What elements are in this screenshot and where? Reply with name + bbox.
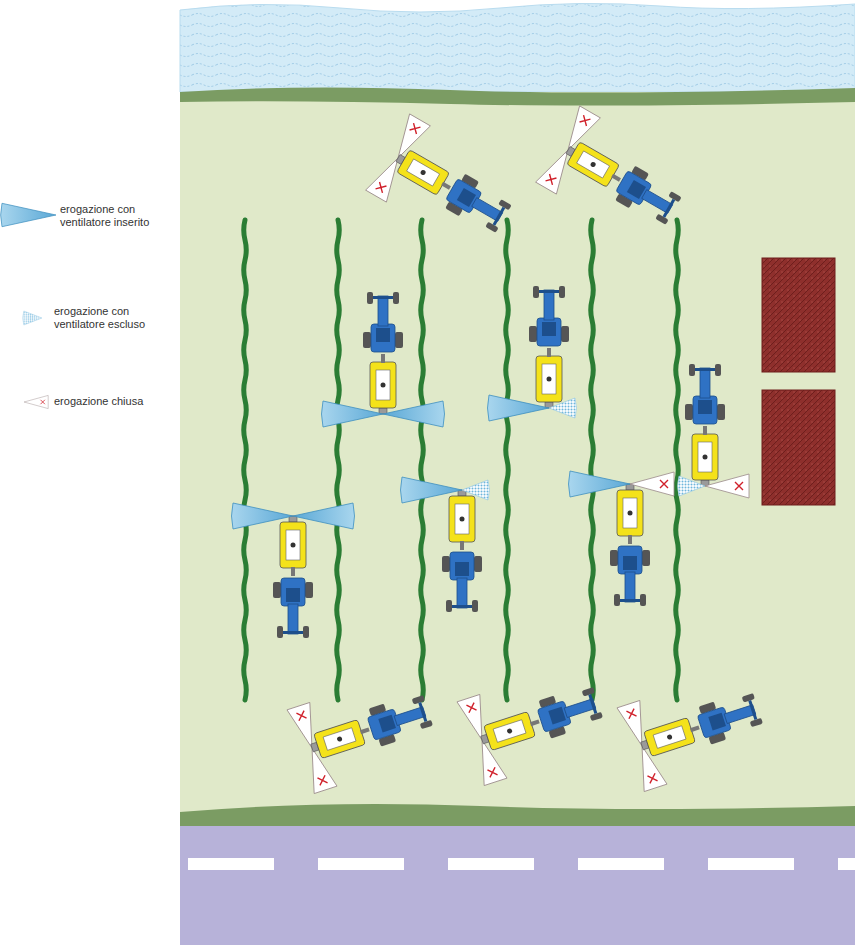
vine-row (244, 220, 247, 700)
legend-label: erogazione chiusa (54, 395, 166, 408)
vine-row (506, 220, 509, 700)
legend-label: erogazione con ventilatore inserito (60, 203, 172, 229)
legend-sample (24, 395, 48, 408)
vine-row (676, 220, 679, 700)
legend-sample (1, 203, 56, 226)
vine-row (591, 220, 594, 700)
legend-sample (23, 311, 42, 325)
legend-label: erogazione con ventilatore escluso (54, 305, 166, 331)
vine-row (337, 220, 340, 700)
vine-row (421, 220, 424, 700)
